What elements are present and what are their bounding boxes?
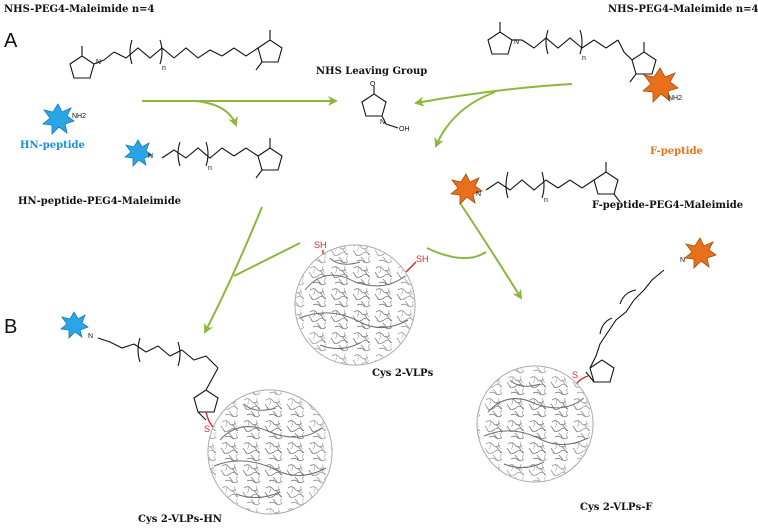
hn-conjugate-star-icon (124, 139, 153, 167)
right-reagent-title: NHS-PEG4-Maleimide n=4 (608, 4, 758, 15)
atom-nsub-hn: n (208, 165, 212, 172)
reaction-arrows (142, 83, 573, 334)
arrow-hn-branch (194, 100, 238, 127)
arrow-f-branch (434, 91, 496, 148)
panel-label-b: B (4, 316, 18, 338)
vlp-f-label: Cys 2-VLPs-F (580, 502, 653, 513)
structure-vlp-f-linker (585, 269, 665, 383)
hn-conjugate-label: HN-peptide-PEG4-Maleimide (18, 196, 182, 207)
thioether-label-left: S (204, 424, 210, 434)
atom-o-nhs: O (370, 81, 376, 88)
structure-hn-conjugate (161, 138, 283, 179)
structure-f-conjugate (485, 162, 621, 203)
thiol-bond-right (405, 261, 417, 273)
arrow-f-to-nhs (414, 83, 573, 107)
atom-oh-nhs: OH (399, 126, 410, 133)
vlp-right (476, 365, 594, 483)
atom-nsub-f: n (544, 197, 548, 204)
atom-nh2-hn: NH2 (72, 113, 86, 120)
atom-n-vlp-f: N (680, 257, 685, 264)
hn-peptide-label: HN-peptide (20, 140, 85, 151)
thiol-label-right: SH (416, 254, 429, 264)
panel-label-a: A (4, 30, 18, 52)
vlp-center (294, 244, 416, 366)
vlp-hn-label: Cys 2-VLPs-HN (138, 514, 222, 525)
arrow-vlp-join-left (233, 242, 301, 277)
hn-peptide-star-icon (42, 103, 75, 135)
atom-n-f: N (476, 191, 481, 198)
vlp-left (207, 389, 333, 515)
f-conjugate-label: F-peptide-PEG4-Maleimide (592, 200, 744, 211)
thiol-label-left: SH (314, 240, 327, 250)
arrow-hn-conj-to-vlp (204, 206, 263, 334)
atom-nh2-f: NH2 (668, 95, 682, 102)
atom-n-hn: N (148, 153, 153, 160)
structure-nhs-peg-maleimide-right (487, 22, 657, 83)
atom-n-right-top: N (514, 39, 519, 46)
f-peptide-label: F-peptide (650, 146, 703, 157)
atom-n-vlp-hn: N (88, 333, 93, 340)
atom-nsub-right-top: n (582, 55, 586, 62)
f-peptide-star-icon (642, 67, 679, 103)
vlp-hn-star-icon (60, 311, 89, 339)
nhs-leaving-group-label: NHS Leaving Group (316, 66, 428, 77)
vlp-f-star-icon (684, 237, 717, 269)
atom-n-nhs: N (380, 119, 385, 126)
structure-nhs-leaving-group (361, 86, 399, 129)
thioether-label-right: S (572, 370, 578, 380)
arrow-f-conj-to-vlp (459, 202, 523, 300)
atom-nsub-left-top: n (162, 65, 166, 72)
atom-n-left-top: N (96, 59, 101, 66)
vlp-center-label: Cys 2-VLPs (372, 368, 434, 379)
f-conjugate-star-icon (450, 173, 483, 205)
structure-vlp-hn-linker (97, 337, 219, 421)
structure-nhs-peg-maleimide-left (69, 30, 283, 79)
arrow-vlp-join-right (426, 247, 487, 260)
left-reagent-title: NHS-PEG4-Maleimide n=4 (4, 4, 155, 15)
